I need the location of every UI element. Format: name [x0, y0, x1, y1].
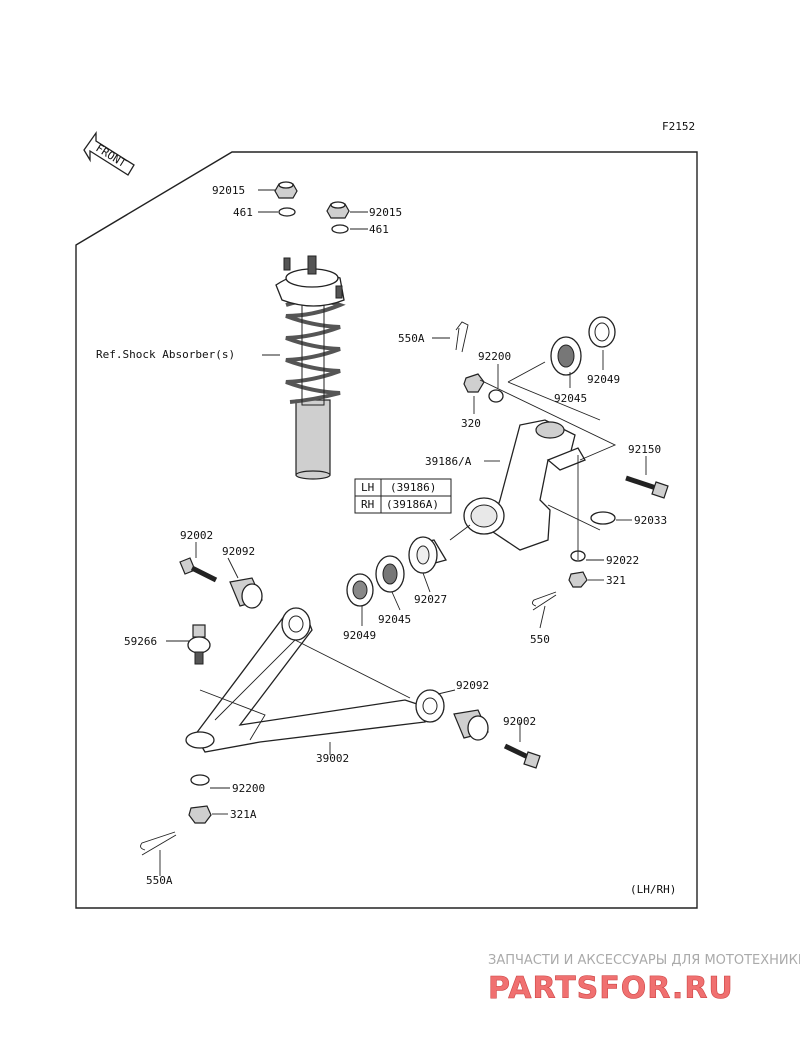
- bearing-92045-top: [550, 336, 582, 376]
- side-table: LH (39186) RH (39186A): [354, 478, 452, 514]
- a-arm-39002: [185, 607, 445, 753]
- footer-note: (LH/RH): [630, 883, 676, 896]
- label-spacer-92027: 92027: [414, 593, 447, 606]
- spacer-92027: [408, 536, 447, 574]
- label-bearing-92045-top: 92045: [554, 392, 587, 405]
- shock-absorber: [275, 255, 346, 480]
- cotter-pin-550: [531, 591, 557, 611]
- watermark-site: PARTSFOR.RU: [488, 971, 734, 1006]
- bushing-92092-left: [229, 577, 263, 609]
- label-bushing-92092-right: 92092: [456, 679, 489, 692]
- label-cotter-pin-550A-bottom: 550A: [146, 874, 173, 887]
- label-nut-92015-right: 92015: [369, 206, 402, 219]
- label-nut-92015-left: 92015: [212, 184, 245, 197]
- label-nut-321: 321: [606, 574, 626, 587]
- nut-92015-right: [326, 201, 350, 219]
- label-knuckle: 39186/A: [425, 455, 472, 468]
- side-table-lh: LH: [361, 481, 374, 494]
- bearing-92045-bottom: [375, 555, 405, 593]
- side-table-rh-part: (39186A): [386, 498, 439, 511]
- label-washer-461-left: 461: [233, 206, 253, 219]
- side-table-lh-part: (39186): [390, 481, 436, 494]
- bolt-92002-right: [503, 743, 541, 769]
- ref-shock-absorber-note: Ref.Shock Absorber(s): [96, 348, 235, 361]
- bolt-92002-left: [179, 557, 218, 583]
- washer-92200-bottom: [190, 774, 210, 786]
- leader-lines: [159, 189, 647, 876]
- seal-92049-bottom: [346, 573, 374, 607]
- label-ring-92033: 92033: [634, 514, 667, 527]
- label-washer-92200-bottom: 92200: [232, 782, 265, 795]
- nut-321: [568, 571, 588, 588]
- label-arm-39002: 39002: [316, 752, 349, 765]
- figure-code: F2152: [662, 120, 695, 133]
- label-nut-321A: 321A: [230, 808, 257, 821]
- label-washer-92022: 92022: [606, 554, 639, 567]
- washer-461-right: [331, 224, 349, 234]
- diagram-frame: [75, 151, 698, 909]
- side-table-rh: RH: [361, 498, 374, 511]
- washer-461-left: [278, 207, 296, 217]
- label-bolt-92002-right: 92002: [503, 715, 536, 728]
- label-cotter-pin-550A-top: 550A: [398, 332, 425, 345]
- label-nut-320: 320: [461, 417, 481, 430]
- label-bushing-92092-left: 92092: [222, 545, 255, 558]
- label-bearing-92045-bottom: 92045: [378, 613, 411, 626]
- knuckle-39186: [463, 419, 586, 551]
- label-bolt-92002-left: 92002: [180, 529, 213, 542]
- ring-92033: [590, 511, 616, 525]
- front-arrow-icon: FRONT: [83, 130, 135, 176]
- label-seal-92049-top: 92049: [587, 373, 620, 386]
- ball-joint-59266: [187, 624, 211, 665]
- washer-92200-top: [488, 389, 504, 403]
- bushing-92092-right: [453, 709, 489, 741]
- seal-92049-top: [588, 316, 616, 348]
- label-washer-461-right: 461: [369, 223, 389, 236]
- nut-320: [463, 373, 485, 393]
- label-bolt-92150: 92150: [628, 443, 661, 456]
- nut-92015-left: [274, 181, 298, 199]
- bolt-92150: [625, 475, 669, 499]
- label-ball-joint-59266: 59266: [124, 635, 157, 648]
- cotter-pin-550A-bottom: [140, 831, 177, 856]
- nut-321A: [188, 805, 212, 824]
- label-cotter-pin-550: 550: [530, 633, 550, 646]
- label-washer-92200-top: 92200: [478, 350, 511, 363]
- watermark-tagline: ЗАПЧАСТИ И АКСЕССУАРЫ ДЛЯ МОТОТЕХНИКИ: [488, 953, 800, 968]
- cotter-pin-550A-top: [455, 321, 469, 353]
- label-seal-92049-bottom: 92049: [343, 629, 376, 642]
